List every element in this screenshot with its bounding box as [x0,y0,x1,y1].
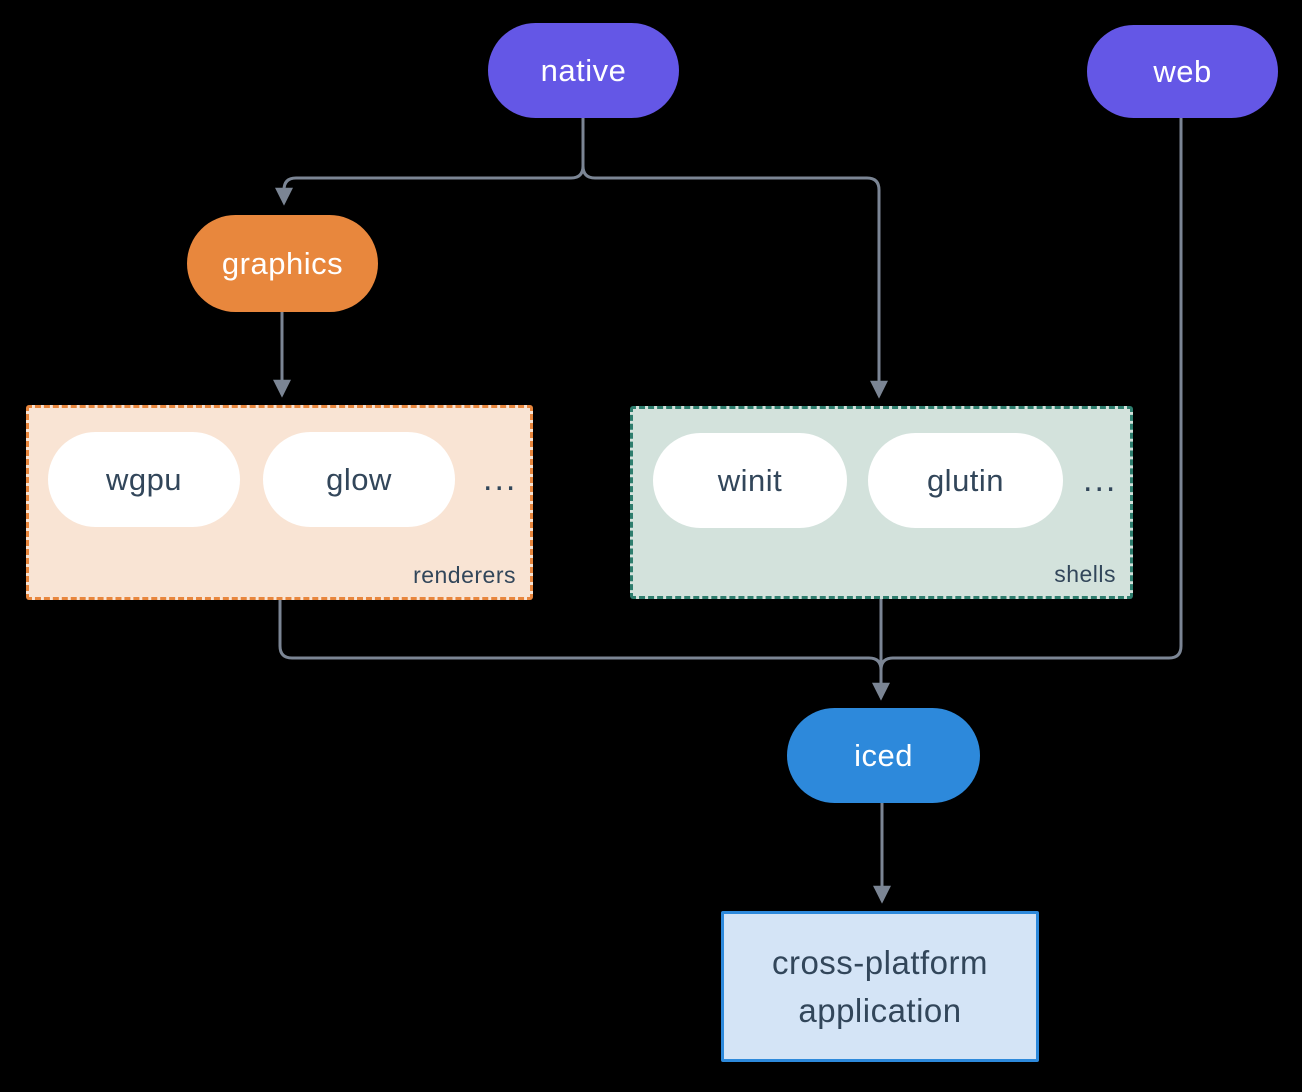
node-iced: iced [787,708,980,803]
shells-ellipsis: ... [1083,461,1118,499]
renderers-group-label: renderers [413,562,516,588]
edge-native-to-shells [581,118,888,399]
shells-group-label: shells [1054,561,1116,587]
node-winit: winit [653,433,847,528]
node-web: web [1087,25,1278,118]
edge-native-to-graphics [275,118,585,206]
node-glutin: glutin [868,433,1063,528]
node-cross-platform-application: cross-platform application [721,911,1039,1062]
node-graphics: graphics [187,215,378,312]
node-glow: glow [263,432,455,527]
node-native: native [488,23,679,118]
group-renderers: wgpu glow ... renderers [26,405,533,600]
renderers-ellipsis: ... [483,460,518,498]
edge-renderers-to-merge [278,597,883,671]
group-shells: winit glutin ... shells [630,406,1133,599]
node-wgpu: wgpu [48,432,240,527]
